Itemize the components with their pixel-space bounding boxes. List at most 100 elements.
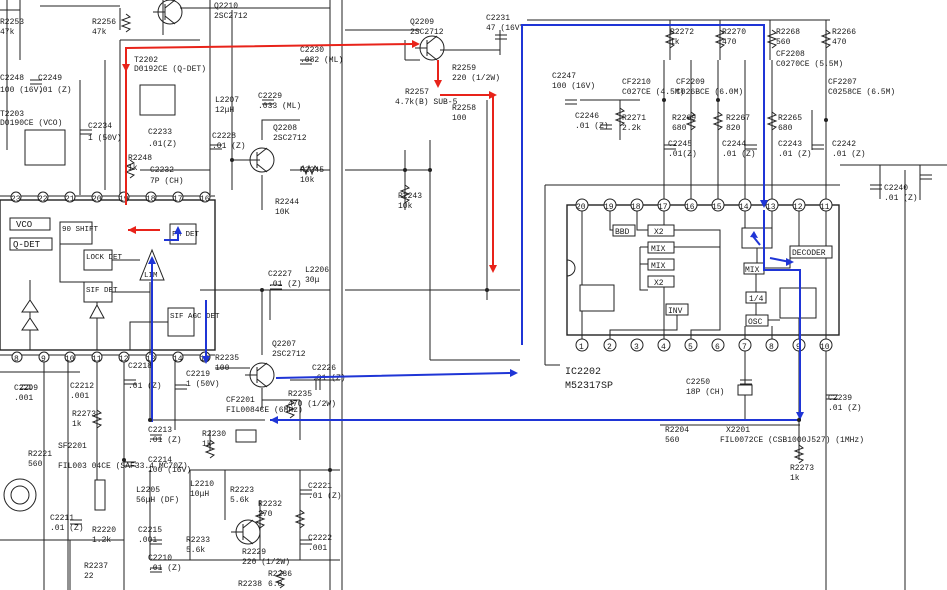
left-ic-top-pins: 23 22 21 20 19 18 17 16 (10, 191, 211, 204)
svg-text:560: 560 (776, 38, 791, 47)
svg-text:R2268: R2268 (776, 28, 800, 37)
svg-text:1.2k: 1.2k (92, 536, 111, 545)
svg-text:C2210: C2210 (148, 554, 172, 563)
svg-text:.01 (Z): .01 (Z) (722, 150, 756, 159)
filter-symbols (3, 84, 753, 512)
svg-text:5.6k: 5.6k (186, 546, 205, 555)
ic2202-ref: IC2202 (565, 367, 601, 378)
svg-text:C2249: C2249 (38, 74, 62, 83)
svg-text:15: 15 (712, 203, 722, 212)
svg-text:C2232: C2232 (150, 166, 174, 175)
svg-text:C2230: C2230 (300, 46, 324, 55)
svg-text:R2267: R2267 (726, 114, 750, 123)
svg-text:R2230: R2230 (202, 430, 226, 439)
pin-17: 17 (173, 195, 183, 204)
svg-text:10: 10 (820, 343, 830, 352)
svg-text:100 (16V): 100 (16V) (552, 82, 595, 91)
ic2202-part: M52317SP (565, 381, 613, 392)
svg-text:100 (16V): 100 (16V) (148, 466, 191, 475)
svg-text:R2270: R2270 (722, 28, 746, 37)
svg-text:100: 100 (452, 114, 467, 123)
svg-text:820: 820 (726, 124, 741, 133)
left-ic-body (0, 199, 216, 351)
svg-text:1: 1 (579, 343, 584, 352)
svg-text:CF2209: CF2209 (676, 78, 705, 87)
shift-block: 90 SHIFT (62, 226, 99, 234)
svg-text:.001: .001 (14, 394, 33, 403)
svg-text:R2220: R2220 (92, 526, 116, 535)
svg-text:.033 (ML): .033 (ML) (258, 102, 301, 111)
svg-text:220 (1/2W): 220 (1/2W) (452, 74, 500, 83)
svg-text:C2222: C2222 (308, 534, 332, 543)
svg-text:R2221: R2221 (28, 450, 52, 459)
x2-block-a: X2 (654, 228, 664, 237)
svg-text:.01 (Z): .01 (Z) (268, 280, 302, 289)
svg-text:.01(Z): .01(Z) (148, 140, 177, 149)
svg-text:.01 (Z): .01 (Z) (308, 492, 342, 501)
pin-10: 10 (65, 355, 75, 364)
svg-text:Q2210: Q2210 (214, 2, 238, 11)
svg-text:56μH (DF): 56μH (DF) (136, 496, 179, 505)
pin-21: 21 (65, 195, 75, 204)
blue-signal-path (148, 24, 804, 424)
svg-text:680: 680 (778, 124, 793, 133)
svg-text:19: 19 (604, 203, 614, 212)
svg-text:L2206: L2206 (305, 266, 329, 275)
svg-text:100: 100 (215, 364, 230, 373)
svg-text:8: 8 (769, 343, 774, 352)
svg-text:6.8: 6.8 (268, 580, 283, 589)
svg-text:R2272: R2272 (670, 28, 694, 37)
svg-text:C2244: C2244 (722, 140, 746, 149)
svg-text:13: 13 (766, 203, 776, 212)
svg-text:.01 (Z): .01 (Z) (38, 86, 72, 95)
svg-text:CF2207: CF2207 (828, 78, 857, 87)
decoder-block: DECODER (792, 249, 826, 258)
pin-12: 12 (119, 355, 129, 364)
svg-text:.01 (Z): .01 (Z) (832, 150, 866, 159)
svg-text:47k: 47k (92, 28, 107, 37)
svg-text:.01 (Z): .01 (Z) (128, 382, 162, 391)
svg-text:470 (1/2W): 470 (1/2W) (288, 400, 336, 409)
osc-block: OSC (748, 318, 763, 327)
svg-text:C026BCE (6.0M): C026BCE (6.0M) (676, 88, 743, 97)
svg-text:560: 560 (28, 460, 43, 469)
svg-text:FIL0084CE (6MHz): FIL0084CE (6MHz) (226, 406, 303, 415)
svg-text:560: 560 (665, 436, 680, 445)
svg-text:1 (50V): 1 (50V) (88, 134, 122, 143)
svg-text:C2211: C2211 (50, 514, 74, 523)
svg-text:.01 (Z): .01 (Z) (828, 404, 862, 413)
divider-block: 1/4 (749, 295, 764, 304)
svg-text:Q2209: Q2209 (410, 18, 434, 27)
svg-text:4: 4 (661, 343, 666, 352)
junction-dots (122, 98, 828, 472)
svg-text:C2233: C2233 (148, 128, 172, 137)
svg-text:SF2201: SF2201 (58, 442, 87, 451)
mix-block-b: MIX (651, 262, 666, 271)
svg-text:C0270CE (5.5M): C0270CE (5.5M) (776, 60, 843, 69)
svg-text:1 (50V): 1 (50V) (186, 380, 220, 389)
svg-text:R2237: R2237 (84, 562, 108, 571)
svg-text:14: 14 (739, 203, 749, 212)
svg-text:R2273: R2273 (790, 464, 814, 473)
ic2202: IC2202 M52317SP 20 19 18 17 16 15 14 13 … (565, 198, 840, 392)
svg-text:T2202: T2202 (134, 56, 158, 65)
pin-13: 13 (146, 355, 156, 364)
bbd-block: BBD (615, 228, 630, 237)
svg-text:18: 18 (631, 203, 641, 212)
switch-c (779, 287, 817, 319)
svg-text:3: 3 (634, 343, 639, 352)
svg-text:R2243: R2243 (398, 192, 422, 201)
svg-text:R2265: R2265 (778, 114, 802, 123)
capacitor-symbols (20, 34, 932, 573)
svg-text:C027CE (4.5M): C027CE (4.5M) (622, 88, 684, 97)
svg-text:C2226: C2226 (312, 364, 336, 373)
pin-14: 14 (173, 355, 183, 364)
mix-block-c: MIX (745, 266, 760, 275)
svg-text:R2266: R2266 (832, 28, 856, 37)
svg-text:11: 11 (820, 203, 830, 212)
svg-text:5.6k: 5.6k (230, 496, 249, 505)
svg-text:.01 (Z): .01 (Z) (312, 374, 346, 383)
svg-text:C2213: C2213 (148, 426, 172, 435)
svg-text:L2210: L2210 (190, 480, 214, 489)
svg-text:16: 16 (685, 203, 695, 212)
